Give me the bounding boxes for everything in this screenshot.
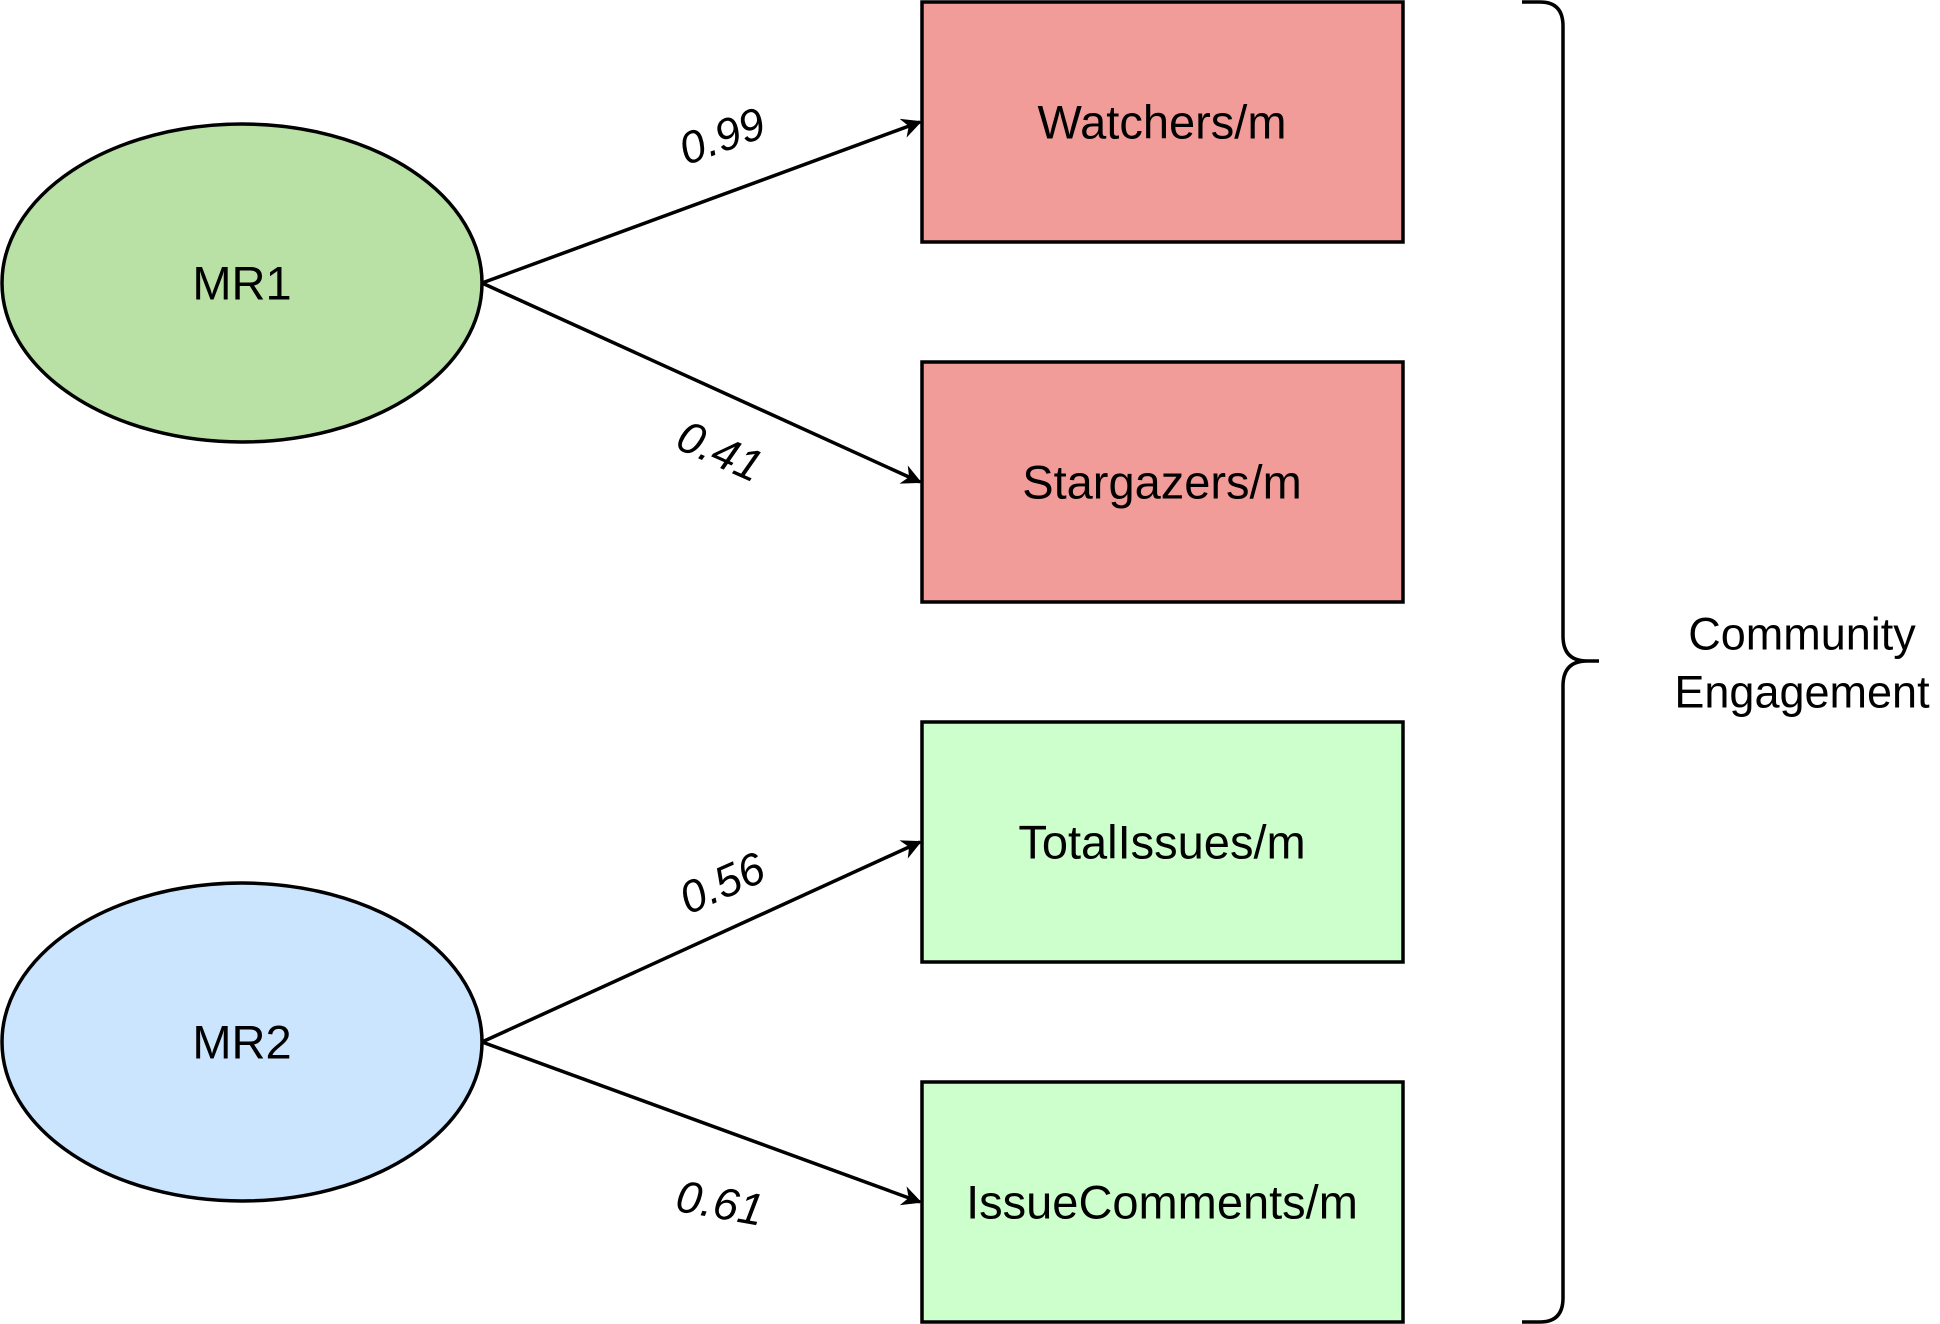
indicator-stargazers-label: Stargazers/m (1022, 456, 1301, 509)
factor-mr1-label: MR1 (192, 257, 291, 310)
loading-arrow-mr2-issue-comments (481, 1040, 922, 1206)
indicator-total-issues-label: TotalIssues/m (1018, 816, 1305, 869)
loading-arrow-mr1-watchers (481, 118, 922, 285)
group-label-line2: Engagement (1674, 667, 1930, 718)
factor-mr2[interactable]: MR2 (0, 881, 484, 1203)
loading-arrow-mr2-total-issues (481, 840, 922, 1044)
indicator-watchers-label: Watchers/m (1038, 96, 1287, 149)
loading-label-mr1-watchers: 0.99 (672, 97, 772, 175)
loading-arrow-mr1-stargazers (481, 281, 922, 484)
indicator-total-issues-box (920, 720, 1405, 964)
indicator-watchers[interactable]: Watchers/m (920, 0, 1405, 244)
grouping-brace (1522, 0, 1599, 1324)
indicator-stargazers-box (920, 360, 1405, 604)
factor-mr2-label: MR2 (192, 1016, 291, 1069)
indicator-watchers-box (920, 0, 1405, 244)
loading-label-mr2-issue-comments: 0.61 (672, 1170, 767, 1235)
indicator-stargazers[interactable]: Stargazers/m (920, 360, 1405, 604)
indicator-issue-comments-box (920, 1080, 1405, 1324)
loading-label-mr1-stargazers: 0.41 (670, 410, 771, 492)
group-label-line1: Community (1688, 609, 1916, 660)
indicator-issue-comments-label: IssueComments/m (966, 1176, 1358, 1229)
loading-label-mr2-total-issues: 0.56 (672, 841, 774, 924)
indicator-total-issues[interactable]: TotalIssues/m (920, 720, 1405, 964)
factor-mr1[interactable]: MR1 (0, 122, 484, 444)
indicator-issue-comments[interactable]: IssueComments/m (920, 1080, 1405, 1324)
